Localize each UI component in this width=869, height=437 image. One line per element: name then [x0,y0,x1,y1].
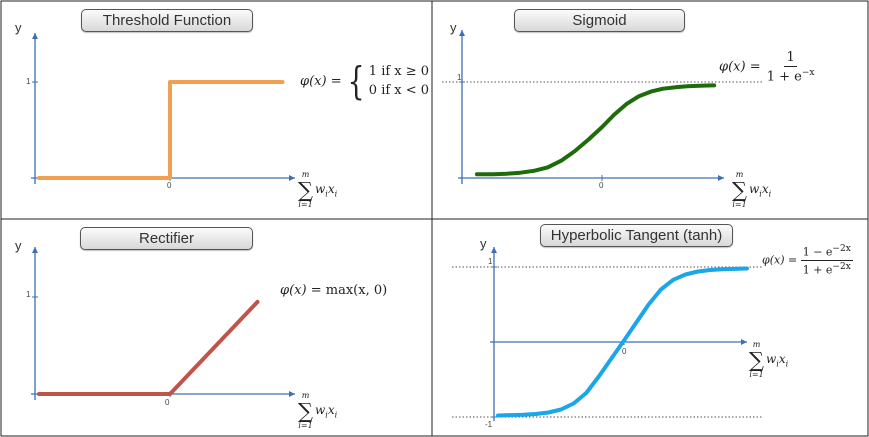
sigmoid-plot [442,30,762,184]
sum-upper: m [735,170,744,179]
sum-term: wixi [315,181,338,199]
formula-case-2: 0 if x < 0 [368,83,430,98]
rectifier-plot [31,247,295,400]
y-tick-label-top: 1 [488,257,493,266]
y-tick-label: 1 [457,73,462,82]
formula-lhs: φ(x) = [719,59,761,75]
y-tick-label-bottom: -1 [485,420,493,429]
formula-fraction: 1 1 + e−x [765,50,817,84]
y-axis-arrow [32,247,38,253]
x-axis-label-sum: m ∑ i=1 wixi [298,391,337,431]
panel-tanh: Hyperbolic Tangent (tanh) y 1 -1 0 φ(x) … [432,219,869,437]
sum-upper: m [301,391,310,400]
formula-numerator: 1 − e−2x [800,244,853,261]
formula-fraction: 1 − e−2x 1 + e−2x [800,244,853,277]
sigma-icon: ∑ [749,348,764,372]
chart-title: Threshold Function [81,9,253,32]
sum-lower: i=1 [298,200,313,209]
y-axis-label: y [15,238,22,253]
sum-term: wixi [749,181,772,199]
formula-denominator: 1 + e−x [766,68,815,85]
sum-lower: i=1 [298,421,313,430]
formula-lhs: φ(x) = [280,283,326,298]
x-tick-label: 0 [622,347,627,356]
sigma-icon: ∑ [298,178,313,202]
sigma-icon: ∑ [298,399,313,423]
sum-term: wixi [315,402,338,420]
sigmoid-formula: φ(x) = 1 1 + e−x [719,50,817,84]
formula-lhs: φ(x) = [300,73,342,89]
sigma-icon: ∑ [732,178,747,202]
y-axis-arrow [459,30,465,36]
tanh-formula: φ(x) = 1 − e−2x 1 + e−2x [762,244,853,276]
x-tick-label: 0 [165,398,170,407]
x-axis-label-sum: m ∑ i=1 wixi [298,170,337,210]
formula-lhs: φ(x) = [762,253,798,267]
sum-upper: m [301,170,310,179]
chart-title: Rectifier [80,227,253,250]
x-axis-arrow [289,175,295,181]
tanh-plot [452,247,762,421]
rectifier-formula: φ(x) = max(x, 0) [280,283,387,298]
series-line [496,266,749,418]
x-axis-arrow [718,175,724,181]
series-line [37,299,260,396]
sum-term: wixi [766,351,789,369]
chart-title: Sigmoid [514,9,685,32]
formula-denominator: 1 + e−2x [802,261,851,277]
y-axis-label: y [15,20,22,35]
chart-title: Hyperbolic Tangent (tanh) [540,224,733,247]
panel-rectifier: Rectifier y 1 0 φ(x) = max(x, 0) m ∑ i=1… [0,219,432,437]
x-tick-label: 0 [167,181,172,190]
sum-lower: i=1 [749,370,764,379]
panel-sigmoid: Sigmoid y 1 0 φ(x) = 1 1 + e−x m ∑ i=1 w… [432,0,869,219]
x-tick-label: 0 [599,181,604,190]
threshold-formula: φ(x) = { 1 if x ≥ 0 0 if x < 0 [300,62,429,100]
x-axis-arrow [289,391,295,397]
panel-threshold: Threshold Function y 1 0 φ(x) = { 1 if x… [0,0,432,219]
y-axis-arrow [32,33,38,39]
formula-case-1: 1 if x ≥ 0 [368,64,430,79]
x-axis-label-sum: m ∑ i=1 wixi [732,170,771,210]
series-line [37,80,285,180]
formula-numerator: 1 [784,50,797,67]
brace-icon: { [347,59,365,103]
y-tick-label: 1 [26,290,31,299]
x-axis-label-sum: m ∑ i=1 wixi [749,340,788,380]
series-line [474,83,717,177]
sum-upper: m [752,340,761,349]
threshold-plot [31,33,295,184]
y-axis-label: y [450,20,457,35]
formula-rhs: max(x, 0) [325,283,388,298]
sum-lower: i=1 [732,200,747,209]
y-axis-arrow [491,247,497,253]
y-tick-label: 1 [26,77,31,86]
x-axis-arrow [741,339,747,345]
y-axis-label: y [480,236,487,251]
